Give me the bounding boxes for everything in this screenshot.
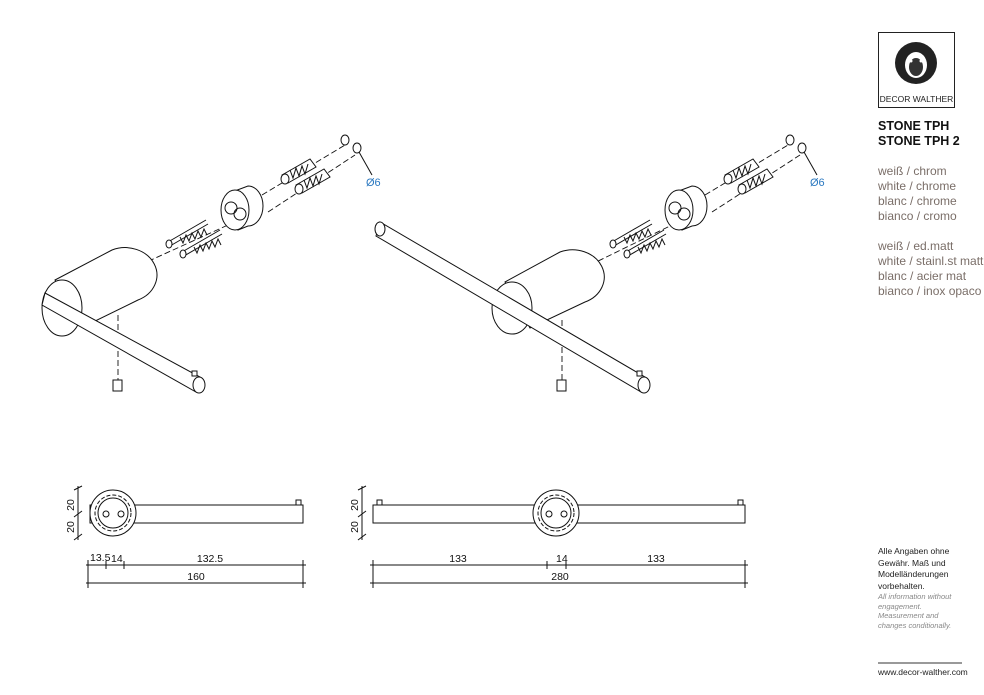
- drill-diameter-label-2: Ø6: [810, 177, 825, 189]
- disclaimer-de: Alle Angaben ohne Gewähr. Maß und Modell…: [878, 546, 950, 591]
- finish-list-chrome: weiß / chrom white / chrome blanc / chro…: [878, 164, 957, 224]
- svg-text:20: 20: [349, 499, 361, 511]
- product-name: STONE TPH: [878, 119, 950, 133]
- finish-item: blanc / chrome: [878, 194, 957, 208]
- svg-text:133: 133: [449, 553, 467, 565]
- svg-text:133: 133: [647, 553, 665, 565]
- drill-diameter-label: Ø6: [366, 177, 381, 189]
- finish-list-matt: weiß / ed.matt white / stainl.st matt bl…: [878, 239, 983, 299]
- product-name: STONE TPH 2: [878, 134, 960, 148]
- brand-logo: DECOR WALTHER: [878, 32, 955, 108]
- finish-item: bianco / cromo: [878, 209, 957, 223]
- finish-item: white / chrome: [878, 179, 957, 193]
- exploded-view-double: Ø6: [374, 134, 825, 394]
- svg-text:14: 14: [556, 553, 568, 565]
- lion-head-icon: [895, 42, 937, 84]
- finish-item: white / stainl.st matt: [878, 254, 984, 268]
- svg-text:20: 20: [65, 521, 77, 533]
- svg-text:20: 20: [65, 499, 77, 511]
- svg-text:13.5: 13.5: [90, 552, 111, 564]
- svg-text:132.5: 132.5: [197, 553, 223, 565]
- finish-item: weiß / ed.matt: [878, 239, 954, 253]
- exploded-view-single: Ø6: [41, 134, 381, 394]
- svg-text:160: 160: [187, 571, 205, 583]
- front-view-double: 20 20 133 14 133 280: [349, 485, 748, 588]
- divider: [878, 662, 962, 664]
- product-titles: STONE TPH STONE TPH 2: [878, 119, 960, 149]
- svg-text:280: 280: [551, 571, 569, 583]
- logo-text: DECOR WALTHER: [879, 94, 954, 104]
- front-view-single: 20 20 13.5 14 132.5 160: [65, 485, 306, 588]
- svg-text:20: 20: [349, 521, 361, 533]
- finish-item: bianco / inox opaco: [878, 284, 982, 298]
- finish-item: blanc / acier mat: [878, 269, 967, 283]
- finish-item: weiß / chrom: [878, 164, 947, 178]
- disclaimer: Alle Angaben ohne Gewähr. Maß und Modell…: [878, 546, 968, 630]
- svg-text:14: 14: [111, 553, 123, 565]
- website-link[interactable]: www.decor-walther.com: [878, 667, 968, 677]
- disclaimer-en: All information without engagement. Meas…: [878, 592, 952, 630]
